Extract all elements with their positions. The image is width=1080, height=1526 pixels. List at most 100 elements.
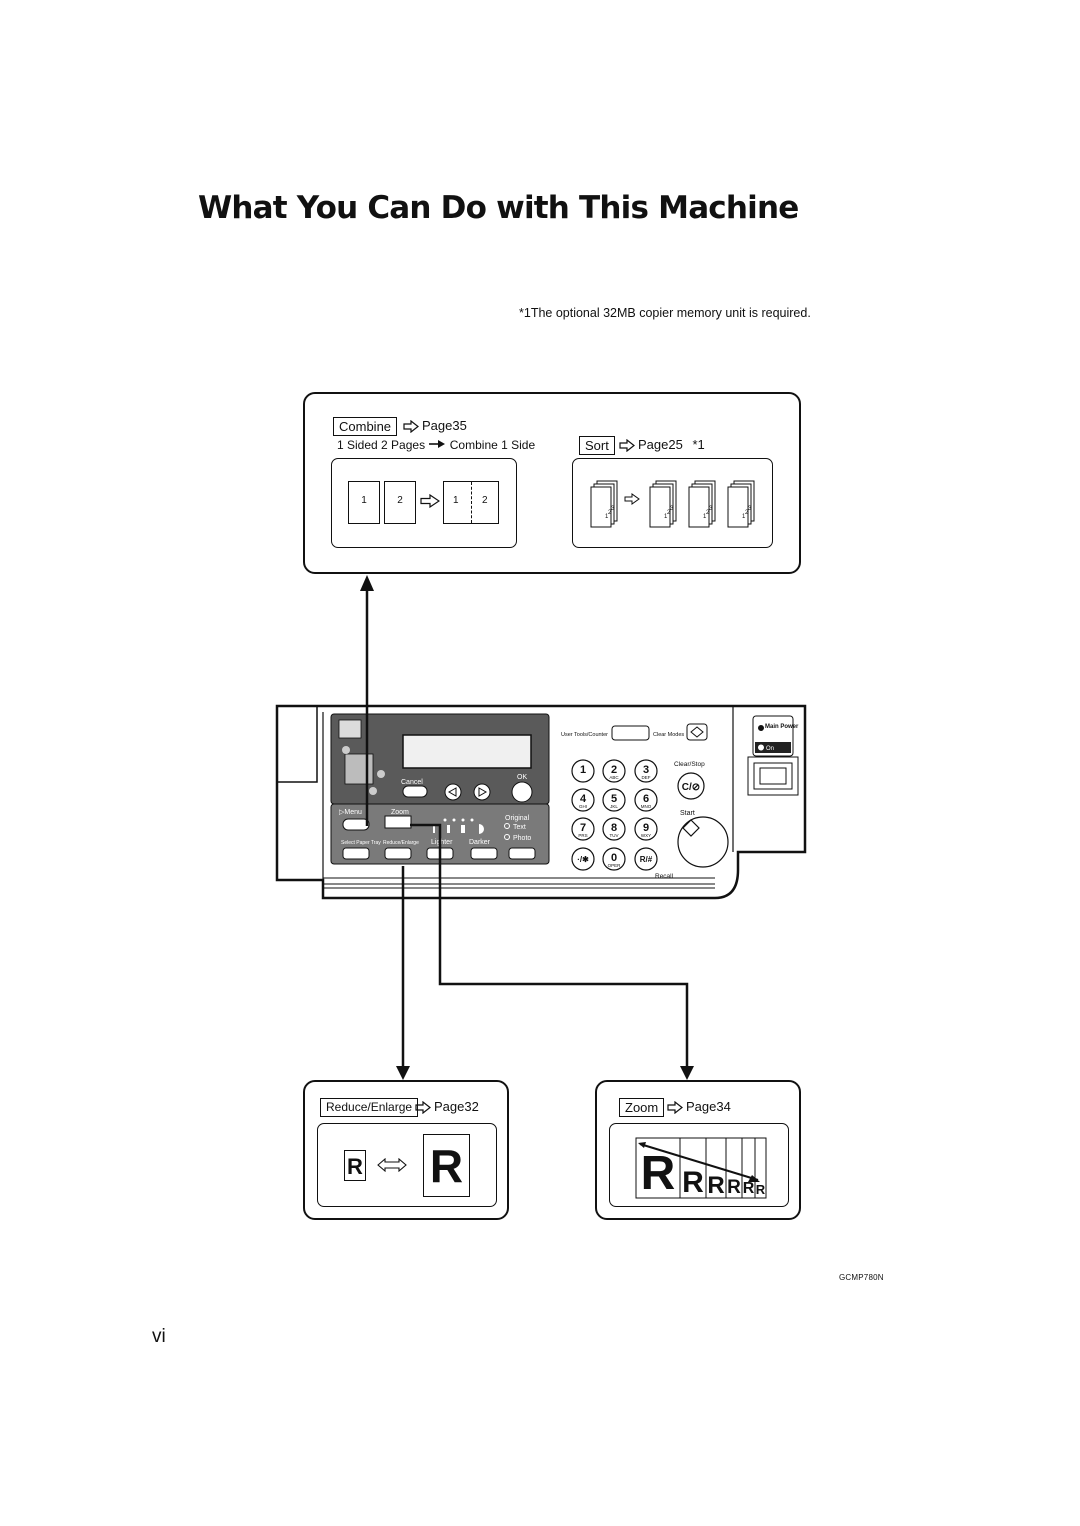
combined-sheet: 1 2 — [443, 481, 499, 524]
key-7-letters: PRS — [578, 833, 587, 838]
clear-modes-label: Clear Modes — [653, 732, 684, 738]
svg-text:1: 1 — [703, 514, 707, 520]
combine-page-number: Page35 — [422, 418, 467, 433]
zoom-r-1: R — [640, 1147, 676, 1200]
menu-label: ▷Menu — [339, 809, 362, 816]
figure-code: GCMP780N — [839, 1273, 884, 1282]
outline-arrow-icon — [420, 494, 440, 508]
combine-illustration: 1 2 1 2 — [331, 458, 517, 548]
page-reference-arrow-icon — [667, 1100, 683, 1115]
svg-text:2: 2 — [608, 510, 612, 516]
svg-text:2: 2 — [667, 510, 671, 516]
reduce-enlarge-page-number: Page32 — [434, 1099, 479, 1114]
key-3-letters: DEF — [642, 775, 651, 780]
double-arrow-icon — [377, 1158, 407, 1172]
original-sheet-2-label: 2 — [397, 495, 403, 506]
combine-caption: 1 Sided 2 Pages Combine 1 Side — [337, 438, 535, 452]
select-paper-tray-label: Select Paper Tray — [341, 840, 381, 846]
zoom-r-5: R — [742, 1180, 755, 1197]
original-label: Original — [505, 815, 530, 822]
original-sheet-1-label: 1 — [361, 495, 367, 506]
sort-key: Sort — [579, 436, 615, 455]
start-label: Start — [680, 810, 695, 817]
key-5: 5 — [611, 793, 617, 805]
recall-label: Recall — [655, 873, 674, 880]
cancel-label: Cancel — [401, 779, 423, 786]
reduce-enlarge-page-ref: Page32 — [415, 1098, 479, 1115]
key-9-letters: WXY — [641, 833, 651, 838]
svg-text:3: 3 — [748, 506, 752, 512]
right-arrow-icon — [429, 440, 446, 448]
sort-stacks-icon: 321 321 321 321 — [590, 480, 755, 528]
key-3: 3 — [643, 764, 649, 776]
clear-stop-label: Clear/Stop — [674, 761, 705, 768]
combined-sheet-divider — [471, 482, 472, 523]
combined-sheet-page-2: 2 — [482, 495, 488, 506]
on-label: On — [766, 746, 774, 752]
sort-page-number: Page25 — [638, 437, 683, 452]
darker-label: Darker — [469, 839, 491, 846]
reduce-enlarge-illustration: R R — [317, 1123, 497, 1207]
svg-text:3: 3 — [611, 506, 615, 512]
combine-key: Combine — [333, 417, 398, 436]
zoom-r-2: R — [682, 1166, 704, 1199]
original-sheet-2: 2 — [384, 481, 416, 524]
key-0-letters: OPER — [608, 863, 622, 868]
lighter-label: Lighter — [431, 839, 453, 846]
page-reference-arrow-icon — [403, 419, 419, 434]
key-8-letters: TUV — [610, 833, 619, 838]
original-sheet-1: 1 — [348, 481, 380, 524]
footnote: *1The optional 32MB copier memory unit i… — [519, 306, 811, 320]
text-mode-label: Text — [513, 824, 526, 831]
key-star: ·/✱ — [577, 855, 589, 864]
svg-text:1: 1 — [605, 514, 609, 520]
key-5-letters: JKL — [610, 804, 618, 809]
svg-text:1: 1 — [742, 514, 746, 520]
reduce-enlarge-key: Reduce/Enlarge — [320, 1098, 419, 1117]
svg-text:3: 3 — [670, 506, 674, 512]
key-4: 4 — [580, 793, 587, 805]
svg-text:1: 1 — [664, 514, 668, 520]
main-power-label: Main Power — [765, 724, 799, 730]
combine-caption-source: 1 Sided 2 Pages — [337, 438, 426, 452]
key-4-letters: GHI — [579, 804, 587, 809]
zoom-page-ref: Page34 — [667, 1098, 731, 1115]
sort-page-ref: Page25 *1 — [619, 436, 705, 453]
small-r-sheet: R — [344, 1150, 366, 1181]
zoom-label: Zoom — [391, 809, 409, 816]
ok-label: OK — [517, 774, 527, 781]
sort-note: *1 — [692, 437, 705, 452]
reduce-enlarge-callout: Reduce/Enlarge Page32 R R — [303, 1080, 509, 1220]
combine-page-ref: Page35 — [403, 417, 467, 434]
zoom-scale-graphic — [635, 1137, 767, 1199]
key-recall: R/# — [640, 855, 653, 864]
page-title: What You Can Do with This Machine — [198, 190, 799, 226]
control-panel-illustration: Cancel OK ▷Menu Zoom Original Text Photo… — [275, 704, 807, 900]
key-1: 1 — [580, 764, 586, 776]
zoom-key: Zoom — [619, 1098, 665, 1117]
zoom-r-4: R — [727, 1177, 741, 1198]
key-6: 6 — [643, 793, 649, 805]
key-2-letters: ABC — [609, 775, 619, 780]
combine-sort-callout: Combine Page35 1 Sided 2 Pages Combine 1… — [303, 392, 801, 574]
menu-label-text: Menu — [344, 809, 362, 816]
page-number: vi — [152, 1326, 166, 1347]
zoom-illustration: R R R R R R — [609, 1123, 789, 1207]
page-reference-arrow-icon — [415, 1100, 431, 1115]
combine-caption-result: Combine 1 Side — [449, 438, 536, 452]
page-reference-arrow-icon — [619, 438, 635, 453]
key-6-letters: MNO — [641, 804, 652, 809]
zoom-callout: Zoom Page34 R R R R R R — [595, 1080, 801, 1220]
zoom-r-3: R — [707, 1172, 725, 1199]
clear-stop-key: C/⊘ — [682, 782, 700, 793]
key-2: 2 — [611, 764, 617, 776]
large-r-sheet: R — [423, 1134, 470, 1197]
zoom-r-6: R — [755, 1182, 766, 1197]
combined-sheet-page-1: 1 — [453, 495, 459, 506]
user-tools-label: User Tools/Counter — [561, 732, 608, 738]
photo-mode-label: Photo — [513, 835, 531, 842]
svg-text:3: 3 — [709, 506, 713, 512]
zoom-page-number: Page34 — [686, 1099, 731, 1114]
svg-text:2: 2 — [706, 510, 710, 516]
